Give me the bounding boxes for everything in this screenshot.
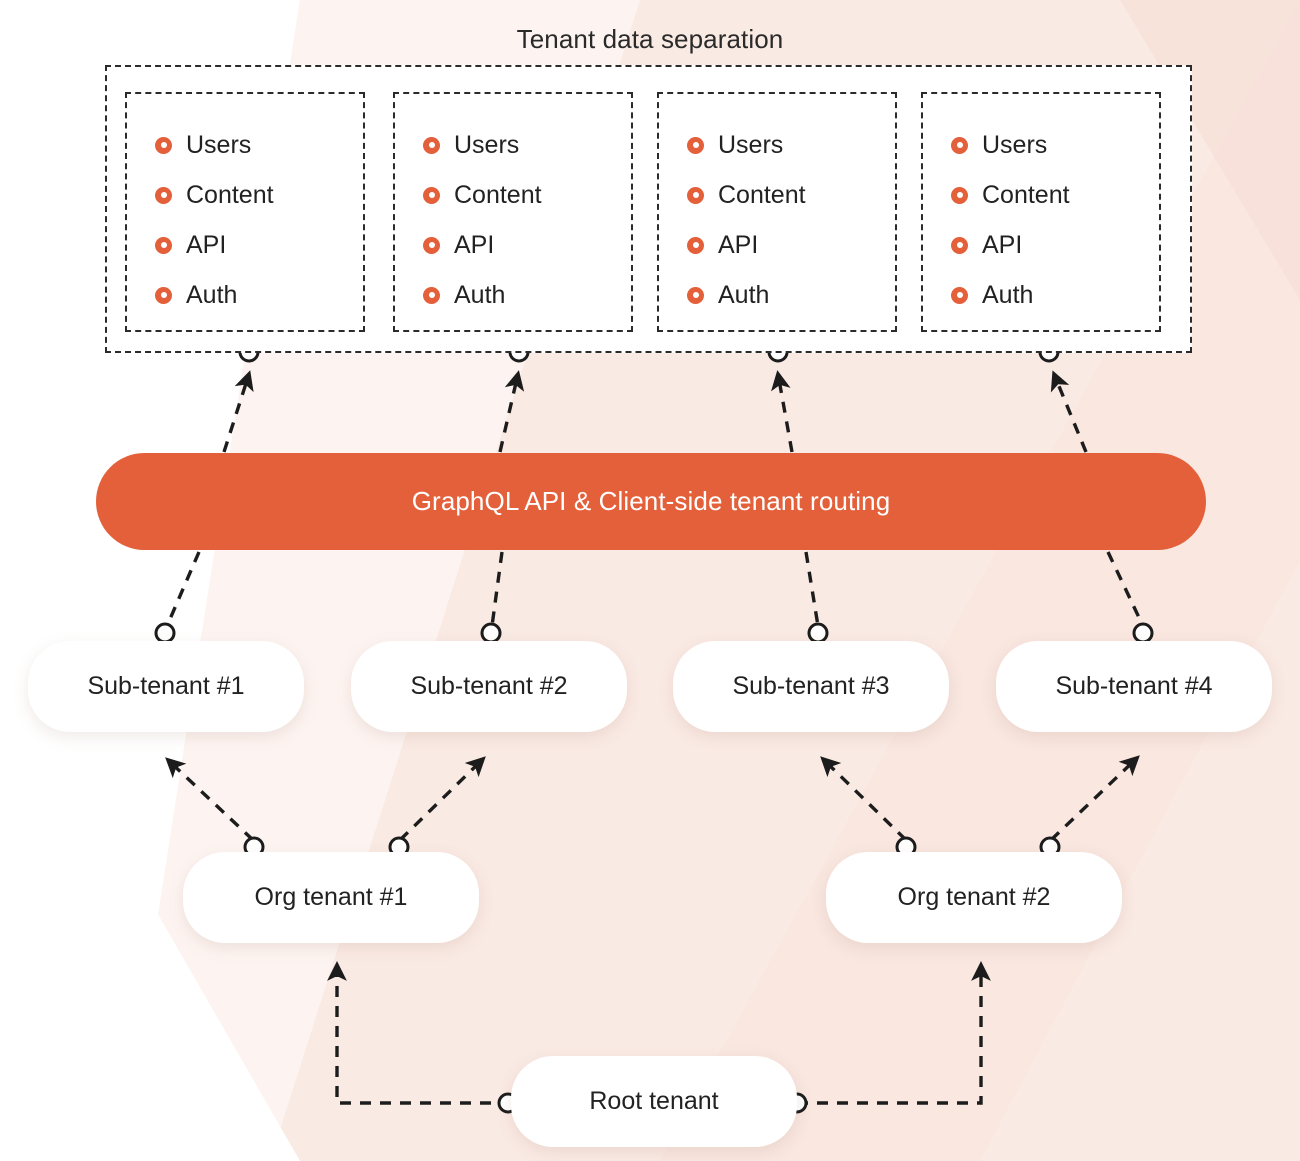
ring-bullet-icon [687, 136, 704, 154]
ring-bullet-icon [423, 136, 440, 154]
card-item: API [951, 220, 1159, 270]
node-org-tenant-1[interactable]: Org tenant #1 [183, 852, 479, 943]
card-item-label: Users [982, 130, 1048, 159]
root-to-org-connectors [327, 961, 991, 1105]
card-item-label: Users [186, 130, 252, 159]
card-item: Auth [423, 270, 631, 320]
tenant-card-4[interactable]: Users Content API Auth [921, 92, 1161, 332]
ring-bullet-icon [423, 286, 440, 304]
ring-bullet-icon [687, 236, 704, 254]
card-item: API [155, 220, 363, 270]
card-item: Users [155, 120, 363, 170]
card-item: Users [687, 120, 895, 170]
card-item: Auth [155, 270, 363, 320]
card-item-label: Auth [718, 280, 770, 309]
card-item-label: Content [718, 180, 806, 209]
card-item: Content [155, 170, 363, 220]
card-item-label: Content [454, 180, 542, 209]
ring-bullet-icon [951, 236, 968, 254]
ring-bullet-icon [951, 286, 968, 304]
card-item: Content [951, 170, 1159, 220]
card-item-label: API [186, 230, 227, 259]
ring-bullet-icon [951, 186, 968, 204]
node-org-tenant-2[interactable]: Org tenant #2 [826, 852, 1122, 943]
node-sub-tenant-4[interactable]: Sub-tenant #4 [996, 641, 1272, 732]
node-label: Sub-tenant #4 [1055, 672, 1213, 700]
card-item-label: Users [718, 130, 784, 159]
card-item-label: API [454, 230, 495, 259]
ring-bullet-icon [423, 186, 440, 204]
ring-bullet-icon [687, 286, 704, 304]
page-title: Tenant data separation [516, 24, 784, 54]
card-item-label: Users [454, 130, 520, 159]
node-label: Sub-tenant #1 [87, 672, 245, 700]
node-label: Sub-tenant #2 [410, 672, 568, 700]
ring-bullet-icon [423, 236, 440, 254]
tenant-card-1[interactable]: Users Content API Auth [125, 92, 365, 332]
ring-bullet-icon [687, 186, 704, 204]
ring-bullet-icon [951, 136, 968, 154]
card-item: Users [951, 120, 1159, 170]
graphql-api-routing-bar[interactable]: GraphQL API & Client-side tenant routing [96, 453, 1206, 550]
ring-bullet-icon [155, 186, 172, 204]
card-item: Auth [951, 270, 1159, 320]
card-item: Users [423, 120, 631, 170]
node-label: Org tenant #1 [254, 883, 408, 911]
node-label: Sub-tenant #3 [732, 672, 890, 700]
node-sub-tenant-3[interactable]: Sub-tenant #3 [673, 641, 949, 732]
ring-bullet-icon [155, 236, 172, 254]
card-item-label: API [718, 230, 759, 259]
bar-to-card-connectors [222, 370, 1088, 453]
card-item: Content [687, 170, 895, 220]
node-sub-tenant-1[interactable]: Sub-tenant #1 [28, 641, 304, 732]
card-item-label: Auth [454, 280, 506, 309]
tenant-card-3[interactable]: Users Content API Auth [657, 92, 897, 332]
api-bar-label: GraphQL API & Client-side tenant routing [411, 486, 891, 516]
node-label: Org tenant #2 [897, 883, 1051, 911]
bar-to-subtenant-connectors [165, 551, 1145, 627]
card-item: Content [423, 170, 631, 220]
card-item-label: API [982, 230, 1023, 259]
card-item: API [423, 220, 631, 270]
card-item: API [687, 220, 895, 270]
node-sub-tenant-2[interactable]: Sub-tenant #2 [351, 641, 627, 732]
card-item-label: Auth [186, 280, 238, 309]
card-item: Auth [687, 270, 895, 320]
ring-bullet-icon [155, 286, 172, 304]
card-item-label: Content [982, 180, 1070, 209]
card-item-label: Content [186, 180, 274, 209]
card-item-label: Auth [982, 280, 1034, 309]
ring-bullet-icon [155, 136, 172, 154]
node-root-tenant[interactable]: Root tenant [511, 1056, 797, 1147]
node-label: Root tenant [589, 1087, 719, 1115]
org-to-subtenant-connectors [165, 755, 1140, 842]
tenant-card-2[interactable]: Users Content API Auth [393, 92, 633, 332]
